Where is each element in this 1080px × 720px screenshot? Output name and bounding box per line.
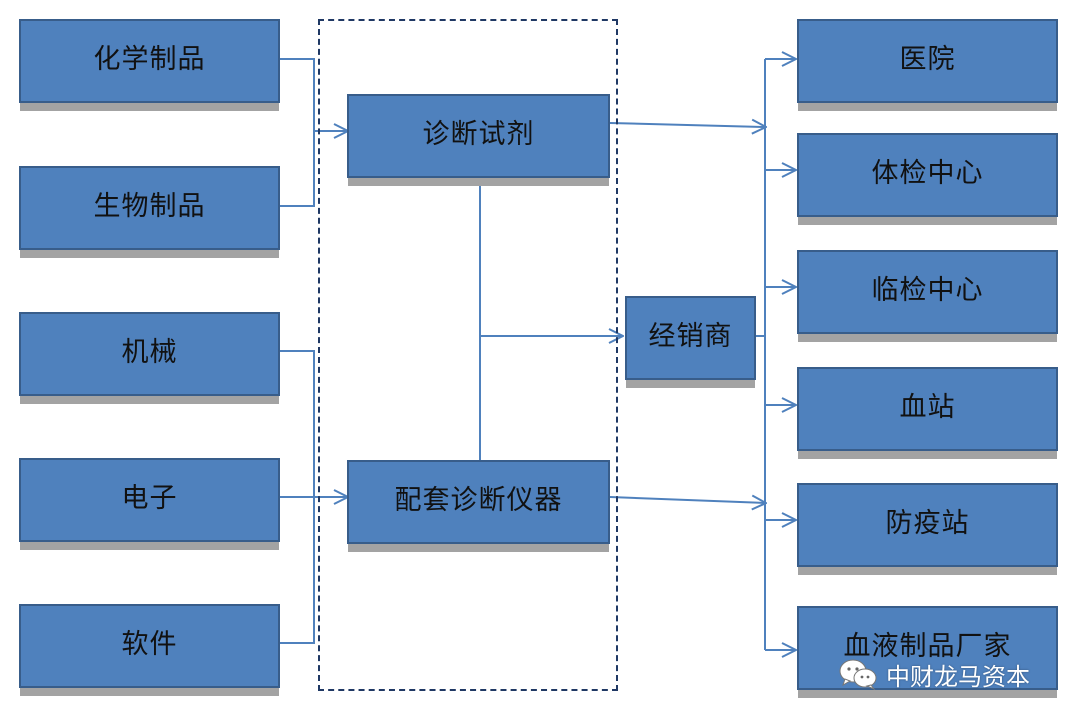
customer-box-cdc: 防疫站 — [797, 483, 1058, 567]
product-box-instrument: 配套诊断仪器 — [347, 460, 610, 544]
customer-box-plasma-maker: 血液制品厂家 — [797, 606, 1058, 690]
watermark: 中财龙马资本 — [838, 654, 1030, 694]
arrow-instrument-to-bus — [609, 497, 765, 503]
distributor-box: 经销商 — [625, 296, 756, 380]
product-box-reagent: 诊断试剂 — [347, 94, 610, 178]
source-box-chemical: 化学制品 — [19, 19, 280, 103]
source-box-electronics: 电子 — [19, 458, 280, 542]
connector-chem — [280, 58, 315, 207]
customer-box-checkup-center: 体检中心 — [797, 133, 1058, 217]
arrow-reagent-to-bus — [609, 123, 765, 127]
customer-box-clinical-lab: 临检中心 — [797, 250, 1058, 334]
source-box-software: 软件 — [19, 604, 280, 688]
watermark-text: 中财龙马资本 — [886, 662, 1030, 691]
source-box-machinery: 机械 — [19, 312, 280, 396]
customer-box-blood-station: 血站 — [797, 367, 1058, 451]
customer-box-hospital: 医院 — [797, 19, 1058, 103]
wechat-icon — [839, 659, 877, 690]
source-box-biological: 生物制品 — [19, 166, 280, 250]
product-group-frame — [318, 19, 618, 691]
